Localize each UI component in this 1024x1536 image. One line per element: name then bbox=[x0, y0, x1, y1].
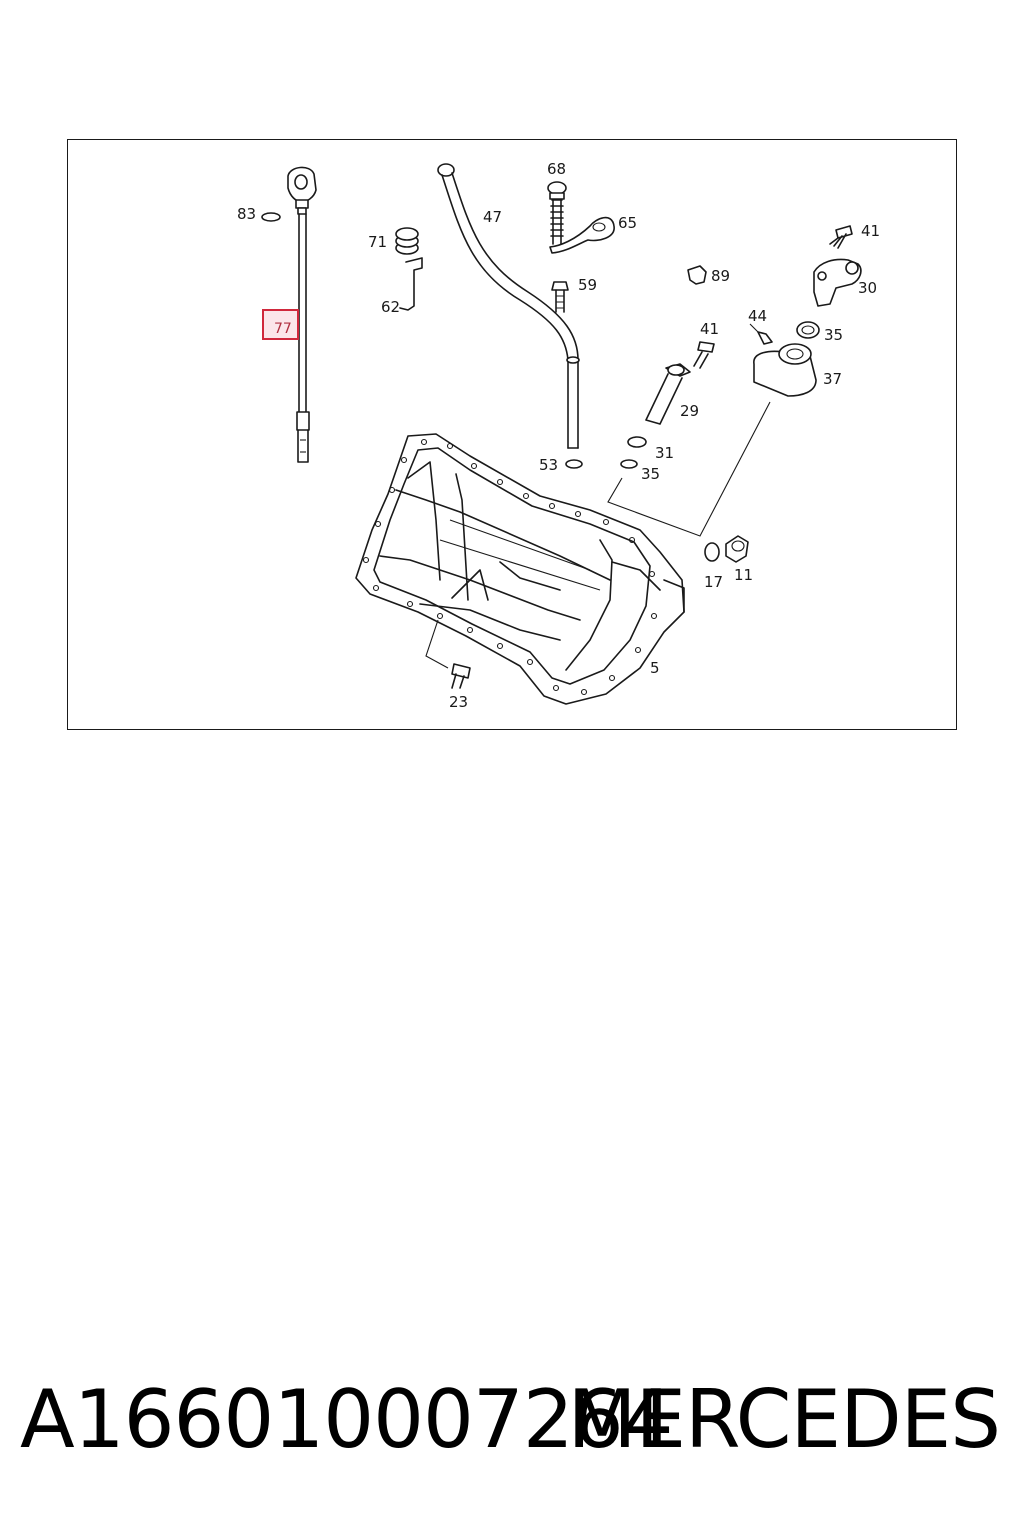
oring-35-upper[interactable] bbox=[796, 321, 820, 339]
bolt-59[interactable] bbox=[551, 281, 569, 313]
label-59: 59 bbox=[578, 276, 597, 294]
label-68: 68 bbox=[547, 160, 566, 178]
dipstick-part[interactable] bbox=[287, 166, 317, 463]
label-71: 71 bbox=[368, 233, 387, 251]
grommet-71[interactable] bbox=[395, 227, 419, 255]
highlighted-label: 77 bbox=[274, 321, 292, 337]
label-44: 44 bbox=[748, 307, 767, 325]
label-65: 65 bbox=[618, 214, 637, 232]
brand-name: MERCEDES bbox=[567, 1373, 1001, 1466]
screw-44[interactable] bbox=[749, 323, 773, 345]
label-83: 83 bbox=[237, 205, 256, 223]
label-62: 62 bbox=[381, 298, 400, 316]
label-11: 11 bbox=[734, 566, 753, 584]
seal-ring-83[interactable] bbox=[261, 212, 281, 222]
label-5: 5 bbox=[650, 659, 660, 677]
part-number: A166010007264 bbox=[20, 1373, 674, 1466]
oil-pan-5[interactable] bbox=[355, 433, 685, 705]
label-23: 23 bbox=[449, 693, 468, 711]
guide-tube-part[interactable] bbox=[437, 163, 580, 449]
label-31: 31 bbox=[655, 444, 674, 462]
label-29: 29 bbox=[680, 402, 699, 420]
washer-53[interactable] bbox=[565, 459, 583, 469]
drain-plug-11[interactable] bbox=[725, 535, 749, 563]
bolt-41-lower[interactable] bbox=[693, 341, 715, 369]
diagram-frame bbox=[67, 139, 957, 730]
label-17: 17 bbox=[704, 573, 723, 591]
bracket-62[interactable] bbox=[399, 257, 423, 311]
label-53: 53 bbox=[539, 456, 558, 474]
label-35-lower: 35 bbox=[641, 465, 660, 483]
washer-17[interactable] bbox=[704, 542, 720, 562]
footer: A166010007264 MERCEDES bbox=[0, 1370, 1024, 1480]
label-30: 30 bbox=[858, 279, 877, 297]
pipe-29[interactable] bbox=[645, 363, 691, 425]
sensor-30[interactable] bbox=[813, 258, 862, 307]
label-41-lower: 41 bbox=[700, 320, 719, 338]
label-89: 89 bbox=[711, 267, 730, 285]
clip-89[interactable] bbox=[687, 265, 707, 285]
highlight-box-77[interactable] bbox=[262, 309, 299, 340]
bolt-68[interactable] bbox=[547, 181, 567, 245]
bracket-65[interactable] bbox=[549, 216, 615, 254]
label-41-upper: 41 bbox=[861, 222, 880, 240]
bolt-23[interactable] bbox=[451, 663, 471, 689]
label-47: 47 bbox=[483, 208, 502, 226]
bolt-41-upper[interactable] bbox=[829, 225, 853, 249]
label-35-upper: 35 bbox=[824, 326, 843, 344]
washer-35-lower[interactable] bbox=[620, 459, 638, 469]
washer-31[interactable] bbox=[627, 436, 647, 448]
label-37: 37 bbox=[823, 370, 842, 388]
filter-37[interactable] bbox=[753, 343, 817, 397]
